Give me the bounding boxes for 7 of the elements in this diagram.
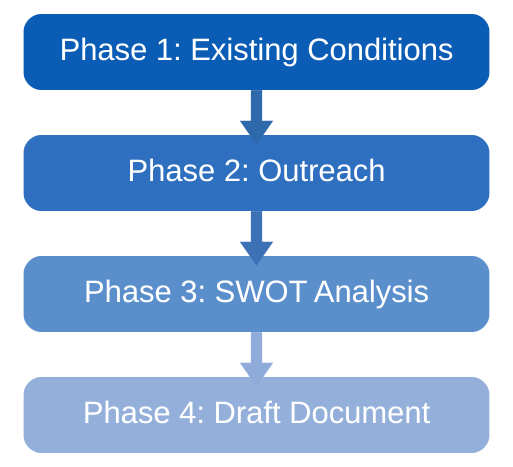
arrow <box>240 90 274 145</box>
arrow <box>240 332 274 387</box>
node-box: Phase 3: SWOT Analysis <box>24 256 490 332</box>
arrow <box>240 211 274 266</box>
node-box: Phase 4: Draft Document <box>24 377 490 453</box>
node-box: Phase 1: Existing Conditions <box>24 14 490 90</box>
node-box: Phase 2: Outreach <box>24 135 490 211</box>
